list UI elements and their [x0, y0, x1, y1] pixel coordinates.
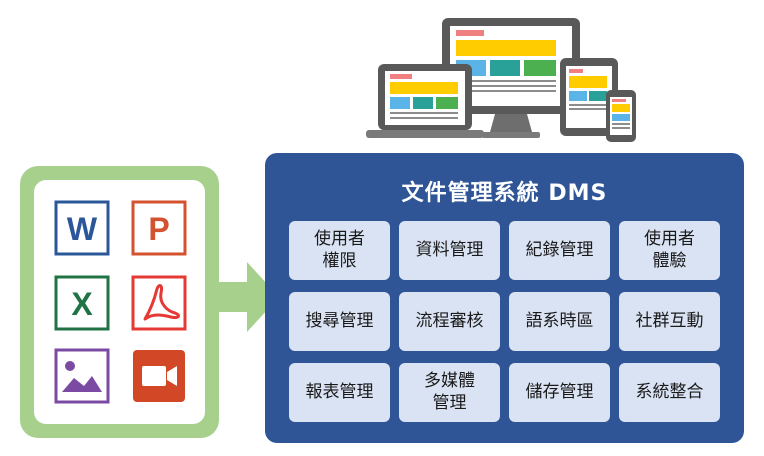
module-multimedia-management[interactable]: 多媒體 管理 [399, 363, 500, 422]
word-icon: W [54, 200, 110, 256]
video-icon [131, 348, 187, 404]
module-grid: 使用者 權限 資料管理 紀錄管理 使用者 體驗 搜尋管理 流程審核 語系時區 社… [289, 221, 720, 422]
module-storage-management[interactable]: 儲存管理 [509, 363, 610, 422]
dms-title: 文件管理系統 DMS [401, 181, 608, 206]
module-report-management[interactable]: 報表管理 [289, 363, 390, 422]
powerpoint-icon: P [131, 200, 187, 256]
module-system-integration[interactable]: 系統整合 [619, 363, 720, 422]
dms-panel: 文件管理系統 DMS 使用者 權限 資料管理 紀錄管理 使用者 體驗 搜尋管理 … [265, 153, 744, 443]
module-user-experience[interactable]: 使用者 體驗 [619, 221, 720, 280]
tablet-icon [560, 58, 618, 136]
module-language-timezone[interactable]: 語系時區 [509, 292, 610, 351]
laptop-icon [366, 64, 484, 138]
svg-text:W: W [67, 211, 98, 247]
arrow-right-icon [219, 262, 279, 332]
module-workflow-approval[interactable]: 流程審核 [399, 292, 500, 351]
svg-text:P: P [148, 211, 169, 247]
module-social-interaction[interactable]: 社群互動 [619, 292, 720, 351]
module-search-management[interactable]: 搜尋管理 [289, 292, 390, 351]
pdf-icon [131, 275, 187, 331]
image-icon [54, 348, 110, 404]
svg-text:X: X [71, 286, 93, 322]
excel-icon: X [54, 275, 110, 331]
module-data-management[interactable]: 資料管理 [399, 221, 500, 280]
file-types-inner: W P X [34, 180, 205, 424]
file-types-panel: W P X [20, 166, 219, 438]
phone-icon [606, 90, 636, 142]
module-user-permissions[interactable]: 使用者 權限 [289, 221, 390, 280]
responsive-devices-illustration [360, 8, 660, 148]
module-record-management[interactable]: 紀錄管理 [509, 221, 610, 280]
